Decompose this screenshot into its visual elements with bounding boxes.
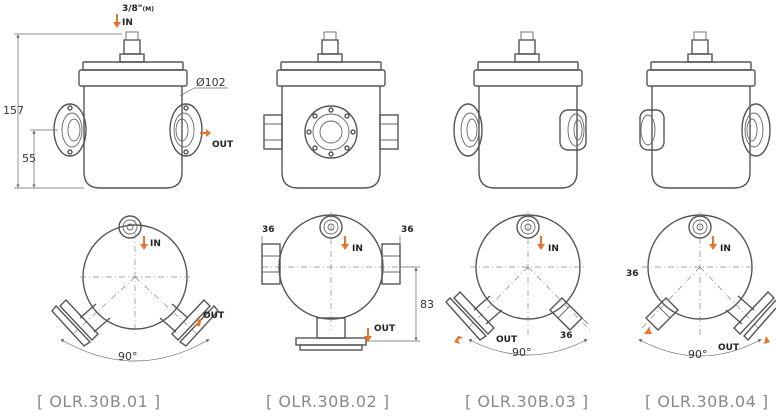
- top-view-04: [638, 212, 776, 357]
- outlet-arrow-icon: [194, 318, 201, 326]
- inlet-size-suffix: (M): [143, 6, 155, 13]
- in-label: IN: [352, 244, 363, 254]
- inlet-arrow-icon: [113, 14, 121, 28]
- inlet-arrow-icon: [709, 236, 717, 250]
- front-view-03: [453, 31, 587, 189]
- model-label-02: [ OLR.30B.02 ]: [266, 392, 390, 411]
- out-label: OUT: [718, 343, 740, 353]
- outlet-arrow-icon: [364, 328, 372, 342]
- out-label: OUT: [374, 324, 396, 334]
- model-label-04: [ OLR.30B.04 ]: [645, 392, 769, 411]
- front-view-02: [263, 31, 399, 189]
- top-view-03: [445, 212, 591, 356]
- outlet-arrow-icon: [764, 336, 770, 344]
- outlet-arrow-icon: [454, 336, 463, 344]
- out-label: OUT: [203, 311, 225, 321]
- flat-36-label: 36: [560, 331, 573, 341]
- angle-label: 90°: [512, 346, 532, 359]
- diameter-label: Ø102: [196, 76, 226, 89]
- outlet-arrow-icon: [200, 129, 211, 137]
- top-view-01: [51, 215, 219, 362]
- height-157-label: 157: [3, 104, 24, 117]
- angle-label: 90°: [688, 348, 708, 361]
- in-label: IN: [720, 244, 731, 254]
- out-label: OUT: [496, 335, 518, 345]
- in-label: IN: [150, 239, 161, 249]
- height-55-label: 55: [22, 152, 36, 165]
- angle-label: 90°: [118, 350, 138, 363]
- outlet-arrow-icon: [644, 326, 652, 334]
- model-label-03: [ OLR.30B.03 ]: [465, 392, 589, 411]
- flat-36-label: 36: [626, 269, 639, 279]
- front-view-01: [14, 14, 228, 189]
- svg-text:3/8"(M): 3/8"(M): [122, 4, 154, 14]
- inlet-arrow-icon: [341, 236, 349, 250]
- inlet-arrow-icon: [140, 236, 148, 250]
- front-view-04: [639, 31, 771, 189]
- top-view-02: [261, 212, 420, 351]
- flat-36-label: 36: [401, 225, 414, 235]
- in-label: IN: [548, 244, 559, 254]
- flat-36-label: 36: [262, 225, 275, 235]
- model-label-01: [ OLR.30B.01 ]: [37, 392, 161, 411]
- out-label: OUT: [212, 140, 234, 150]
- depth-83-label: 83: [420, 298, 434, 311]
- in-label: IN: [122, 18, 133, 28]
- inlet-size-label: 3/8": [122, 4, 143, 14]
- inlet-arrow-icon: [537, 236, 545, 250]
